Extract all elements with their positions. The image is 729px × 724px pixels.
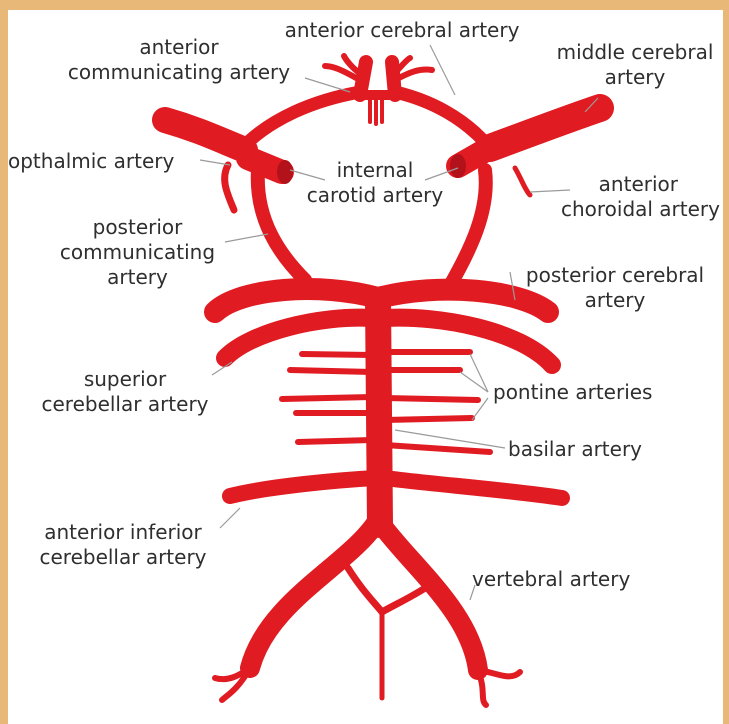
internal-carotid-left-lumen <box>277 160 293 184</box>
vertebral-branch-left <box>215 668 250 700</box>
anterior-cerebral-arc-left <box>240 92 360 150</box>
pontine-right-3 <box>385 398 478 400</box>
anterior-inferior-cerebellar-left <box>230 478 375 496</box>
label-vertebral-artery: vertebral artery <box>472 567 672 592</box>
anterior-spinal-right <box>382 585 430 612</box>
label-anterior-communicating-artery: anterior communicating artery <box>48 35 310 85</box>
pontine-right-5 <box>385 445 490 452</box>
opthalmic-artery-branch <box>225 165 234 210</box>
label-opthalmic-artery: opthalmic artery <box>8 149 208 174</box>
basilar-artery <box>378 300 380 525</box>
label-posterior-communicating-artery: posterior communicating artery <box>40 215 235 290</box>
label-internal-carotid-artery: internal carotid artery <box>295 158 455 208</box>
anterior-cerebral-arc-right <box>395 92 490 148</box>
pontine-left-1 <box>302 354 372 355</box>
pontine-left-2 <box>290 370 372 372</box>
middle-cerebral-right <box>490 108 600 148</box>
anterior-inferior-cerebellar-right <box>385 478 562 498</box>
middle-cerebral-left <box>165 120 245 150</box>
label-pontine-arteries: pontine arteries <box>493 380 693 405</box>
pontine-left-5 <box>298 440 372 442</box>
internal-carotid-left <box>248 158 282 172</box>
acoa-perforator-1 <box>370 100 382 124</box>
superior-cerebellar-right <box>385 318 552 365</box>
label-anterior-choroidal-artery: anterior choroidal artery <box>520 172 720 222</box>
label-middle-cerebral-artery: middle cerebral artery <box>545 40 725 90</box>
anterior-spinal-left <box>348 568 382 612</box>
vertebral-artery-right <box>378 520 478 670</box>
pontine-left-3 <box>282 397 372 399</box>
posterior-communicating-right <box>452 170 486 282</box>
pontine-right-4 <box>385 418 472 420</box>
label-superior-cerebellar-artery: superior cerebellar artery <box>30 367 220 417</box>
leader-anterior-communicating <box>305 78 350 92</box>
posterior-cerebral-left <box>215 289 378 312</box>
label-basilar-artery: basilar artery <box>508 437 688 462</box>
label-posterior-cerebral-artery: posterior cerebral artery <box>510 263 720 313</box>
label-anterior-inferior-cerebellar-artery: anterior inferior cerebellar artery <box>18 520 228 570</box>
vertebral-artery-left <box>250 520 378 668</box>
